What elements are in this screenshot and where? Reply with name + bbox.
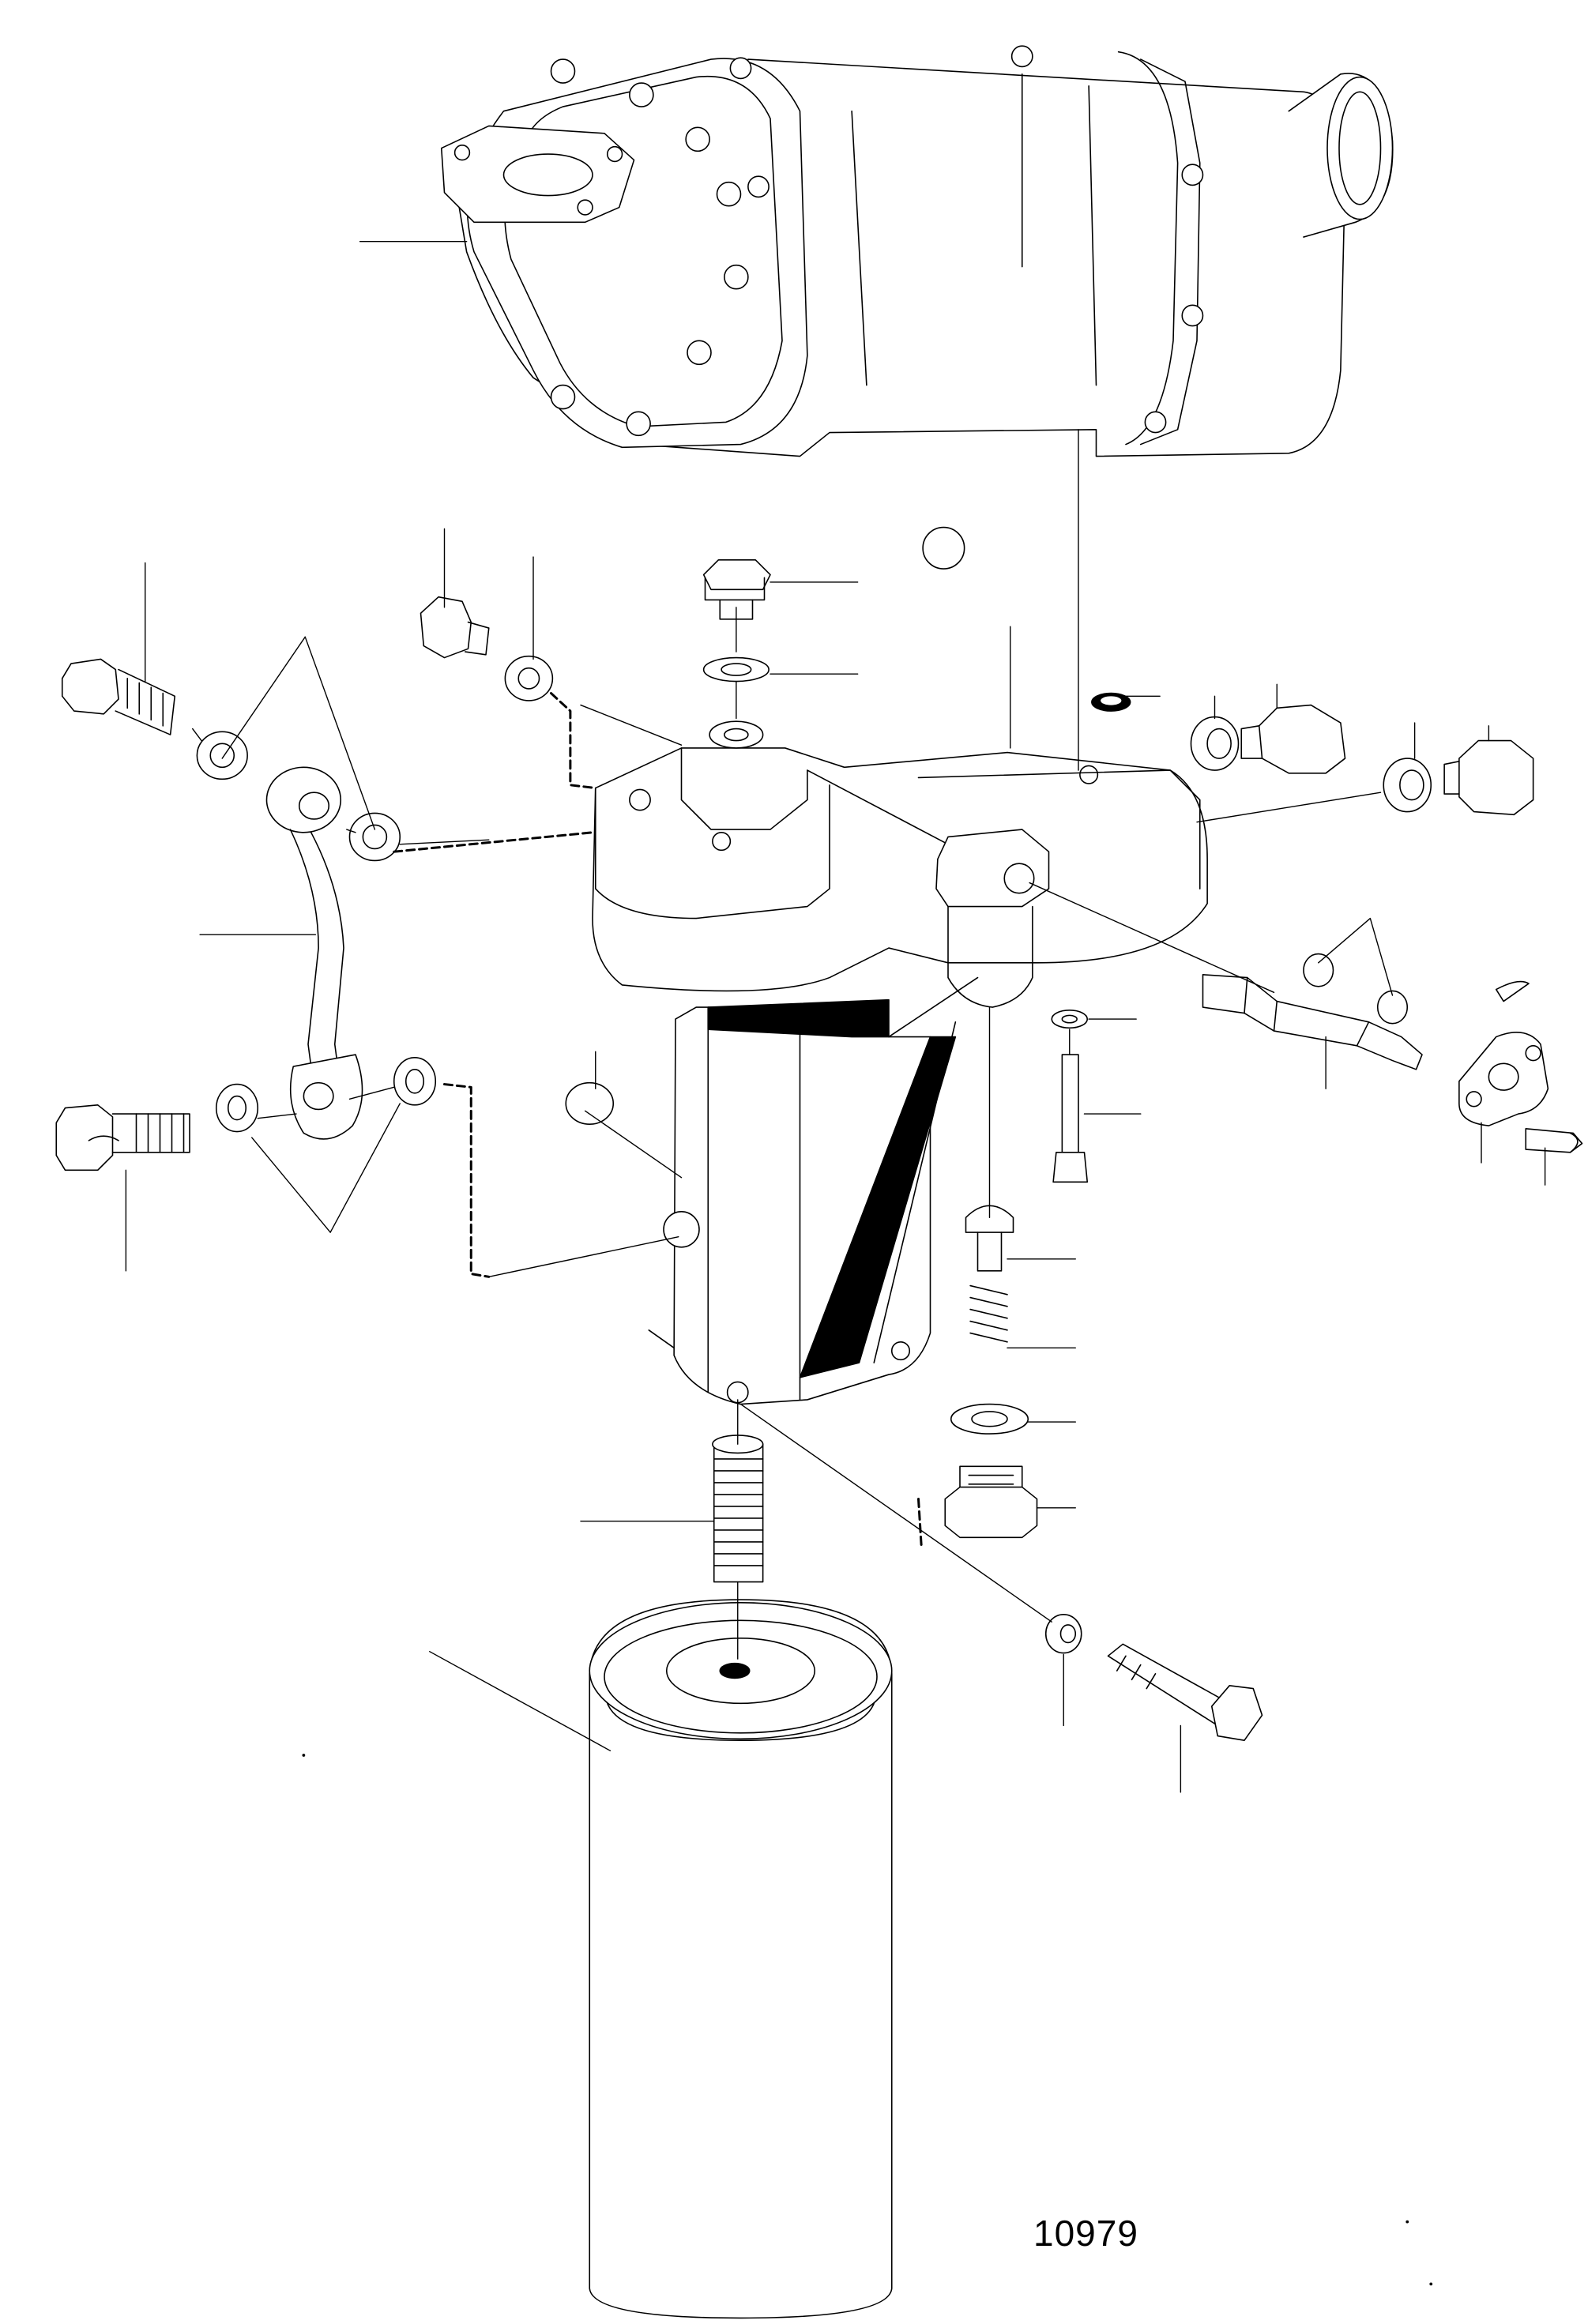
oil-cooler <box>442 46 1393 456</box>
sealing-washer <box>350 813 401 860</box>
assembly-dashed-lines <box>394 694 922 1547</box>
sensor-assembly <box>1203 954 1582 1153</box>
filter-housing <box>593 721 1207 1404</box>
drawing-number: 10979 <box>1033 2213 1138 2254</box>
loose-ring-part <box>923 528 965 570</box>
banjo-bolt-upper <box>62 659 119 713</box>
banjo-bolt-lower <box>56 1105 112 1171</box>
o-ring <box>566 1083 613 1125</box>
leader-lines <box>126 242 1545 1792</box>
sealing-washer <box>197 731 247 779</box>
oil-pipe-assembly <box>56 659 435 1170</box>
mounting-bolt <box>1046 1615 1262 1740</box>
top-plugs <box>421 560 1533 815</box>
filter-cartridge <box>589 1435 892 2318</box>
bypass-valve-stack <box>945 1010 1087 1538</box>
